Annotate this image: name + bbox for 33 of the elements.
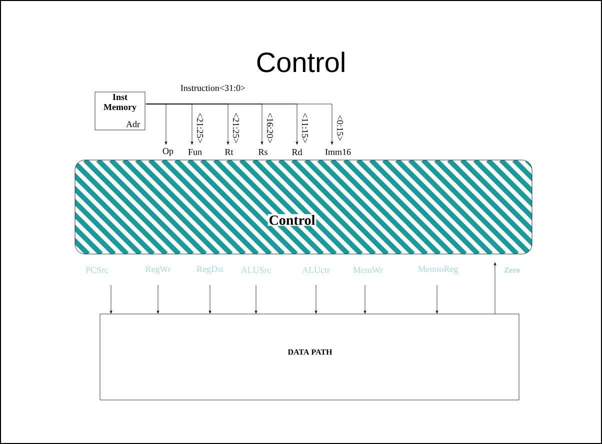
- signal-label: ALUctr: [302, 266, 330, 274]
- arrow: [314, 284, 318, 314]
- edge-label: <21:25>: [196, 113, 204, 143]
- signal-label: MemtoReg: [418, 266, 458, 274]
- edge-label: <0:15>: [336, 115, 344, 141]
- signal-label: MemWr: [353, 266, 383, 274]
- edge-label: <21:25>: [232, 113, 240, 143]
- signal-label: RegDst: [196, 266, 224, 274]
- datapath-box: DATA PATH: [100, 314, 520, 400]
- signal-label: Rd: [292, 148, 302, 156]
- arrow: [494, 262, 496, 314]
- edge-label: <16:20>: [266, 113, 274, 143]
- edge-label: <11:15>: [302, 113, 308, 143]
- signal-label: RegWr: [145, 266, 171, 274]
- signal-label: Rt: [225, 149, 234, 155]
- signal-label: Imm16: [325, 148, 351, 156]
- signal-label: Op: [162, 148, 174, 156]
- signal-label: Rs: [258, 149, 268, 155]
- bus-label: Instruction<31:0>: [180, 84, 246, 92]
- arrow: [156, 284, 160, 314]
- signal-label: PCSrc: [86, 266, 108, 274]
- arrow: [146, 104, 334, 145]
- signal-label: Fun: [188, 149, 202, 155]
- title: Control: [257, 52, 344, 72]
- arrow: [110, 284, 112, 314]
- arrow: [254, 284, 258, 314]
- arrow: [364, 284, 366, 314]
- signal-label: Zero: [504, 267, 520, 273]
- arrow: [208, 284, 212, 314]
- signal-label: ALUSrc: [240, 266, 271, 274]
- memory-box: Inst Memory Adr: [94, 92, 146, 130]
- arrow: [436, 284, 438, 314]
- control-box: Control: [74, 160, 532, 254]
